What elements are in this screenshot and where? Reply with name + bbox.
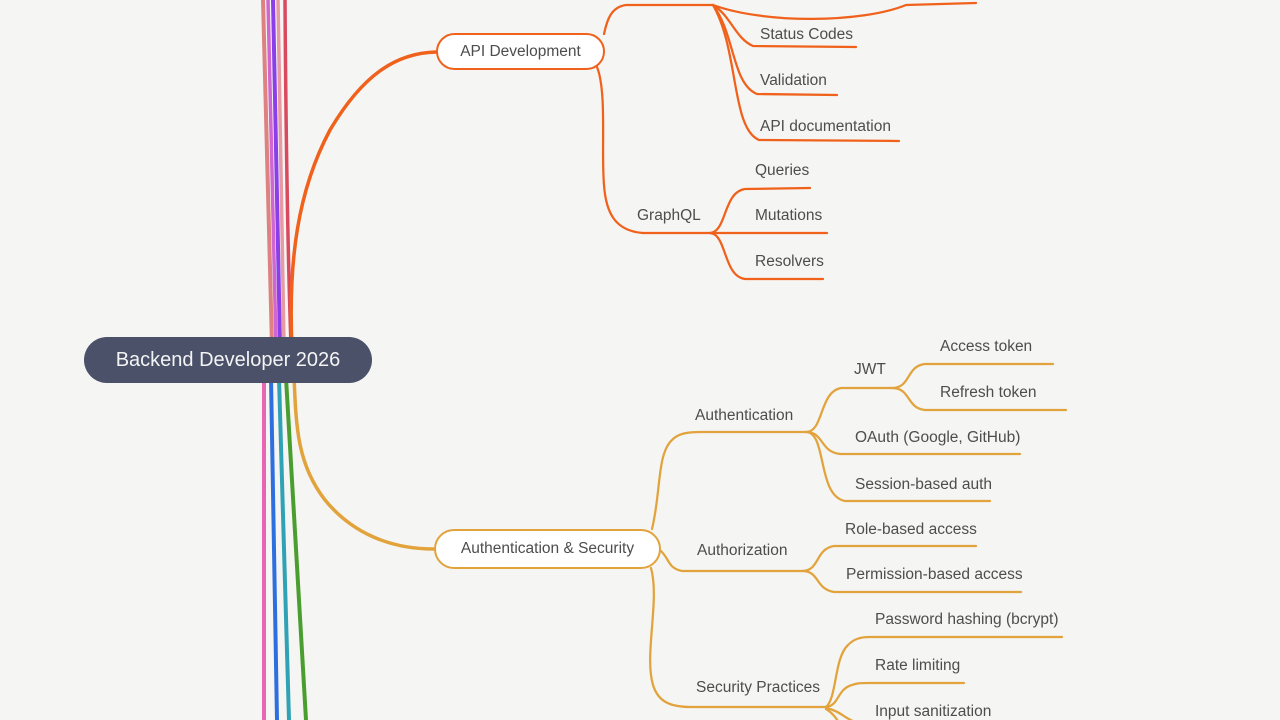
branch-line-violet-up <box>271 0 282 347</box>
node-session-based-auth[interactable]: Session-based auth <box>855 476 993 493</box>
link-root-auth <box>292 373 436 551</box>
link-graphql-queries <box>708 186 812 235</box>
branch-line-pink-up <box>276 0 286 347</box>
node-queries[interactable]: Queries <box>755 162 810 179</box>
link-rest-child-clipped <box>711 1 978 20</box>
node-resolvers[interactable]: Resolvers <box>755 253 824 270</box>
node-root-backend-developer-2026[interactable]: Backend Developer 2026 <box>84 337 372 383</box>
node-api-documentation[interactable]: API documentation <box>760 118 891 135</box>
node-validation[interactable]: Validation <box>760 72 827 89</box>
link-api-graphql <box>595 65 712 235</box>
node-role-based-access[interactable]: Role-based access <box>845 521 977 538</box>
node-password-hashing[interactable]: Password hashing (bcrypt) <box>875 611 1059 628</box>
api-development-label: API Development <box>460 42 581 60</box>
root-label: Backend Developer 2026 <box>115 348 341 371</box>
link-rest-validation <box>711 3 839 97</box>
node-authorization[interactable]: Authorization <box>697 542 788 559</box>
branch-line-orchid-up <box>266 0 278 347</box>
node-authentication-and-security[interactable]: Authentication & Security <box>434 529 661 569</box>
node-mutations[interactable]: Mutations <box>755 207 823 224</box>
link-authorization-permission <box>800 569 1023 594</box>
branch-line-teal-down <box>277 376 291 720</box>
node-security-practices[interactable]: Security Practices <box>696 679 821 696</box>
link-authorization-role <box>800 544 978 573</box>
node-status-codes[interactable]: Status Codes <box>760 26 854 43</box>
branch-line-green-down <box>284 376 308 720</box>
node-refresh-token[interactable]: Refresh token <box>940 384 1037 401</box>
link-security-rate-limiting <box>824 681 966 709</box>
link-root-api <box>289 50 438 350</box>
link-auth-authentication <box>650 430 808 531</box>
link-graphql-resolvers <box>708 231 825 281</box>
node-oauth[interactable]: OAuth (Google, GitHub) <box>855 429 1021 446</box>
link-security-input-sanitization <box>824 706 854 720</box>
branch-line-rose-up <box>261 0 274 347</box>
node-access-token[interactable]: Access token <box>940 338 1033 355</box>
node-input-sanitization[interactable]: Input sanitization <box>875 703 992 720</box>
node-permission-based-access[interactable]: Permission-based access <box>846 566 1023 583</box>
link-auth-authorization <box>659 549 804 573</box>
link-authentication-session <box>804 430 992 503</box>
node-graphql[interactable]: GraphQL <box>637 207 701 224</box>
link-jwt-access-token <box>890 362 1055 390</box>
node-api-development[interactable]: API Development <box>436 33 605 70</box>
link-authentication-jwt <box>804 386 894 434</box>
link-auth-security-practices <box>649 566 828 709</box>
link-rest-api-documentation <box>711 3 901 143</box>
node-jwt[interactable]: JWT <box>854 361 886 378</box>
link-rest-status-codes <box>711 3 858 49</box>
link-api-rest <box>602 3 715 36</box>
node-authentication[interactable]: Authentication <box>695 407 794 424</box>
node-rate-limiting[interactable]: Rate limiting <box>875 657 961 674</box>
link-jwt-refresh-token <box>890 386 1068 412</box>
link-security-password-hashing <box>824 635 1064 709</box>
branch-line-blue-down <box>269 376 279 720</box>
authentication-security-label: Authentication & Security <box>460 540 635 557</box>
